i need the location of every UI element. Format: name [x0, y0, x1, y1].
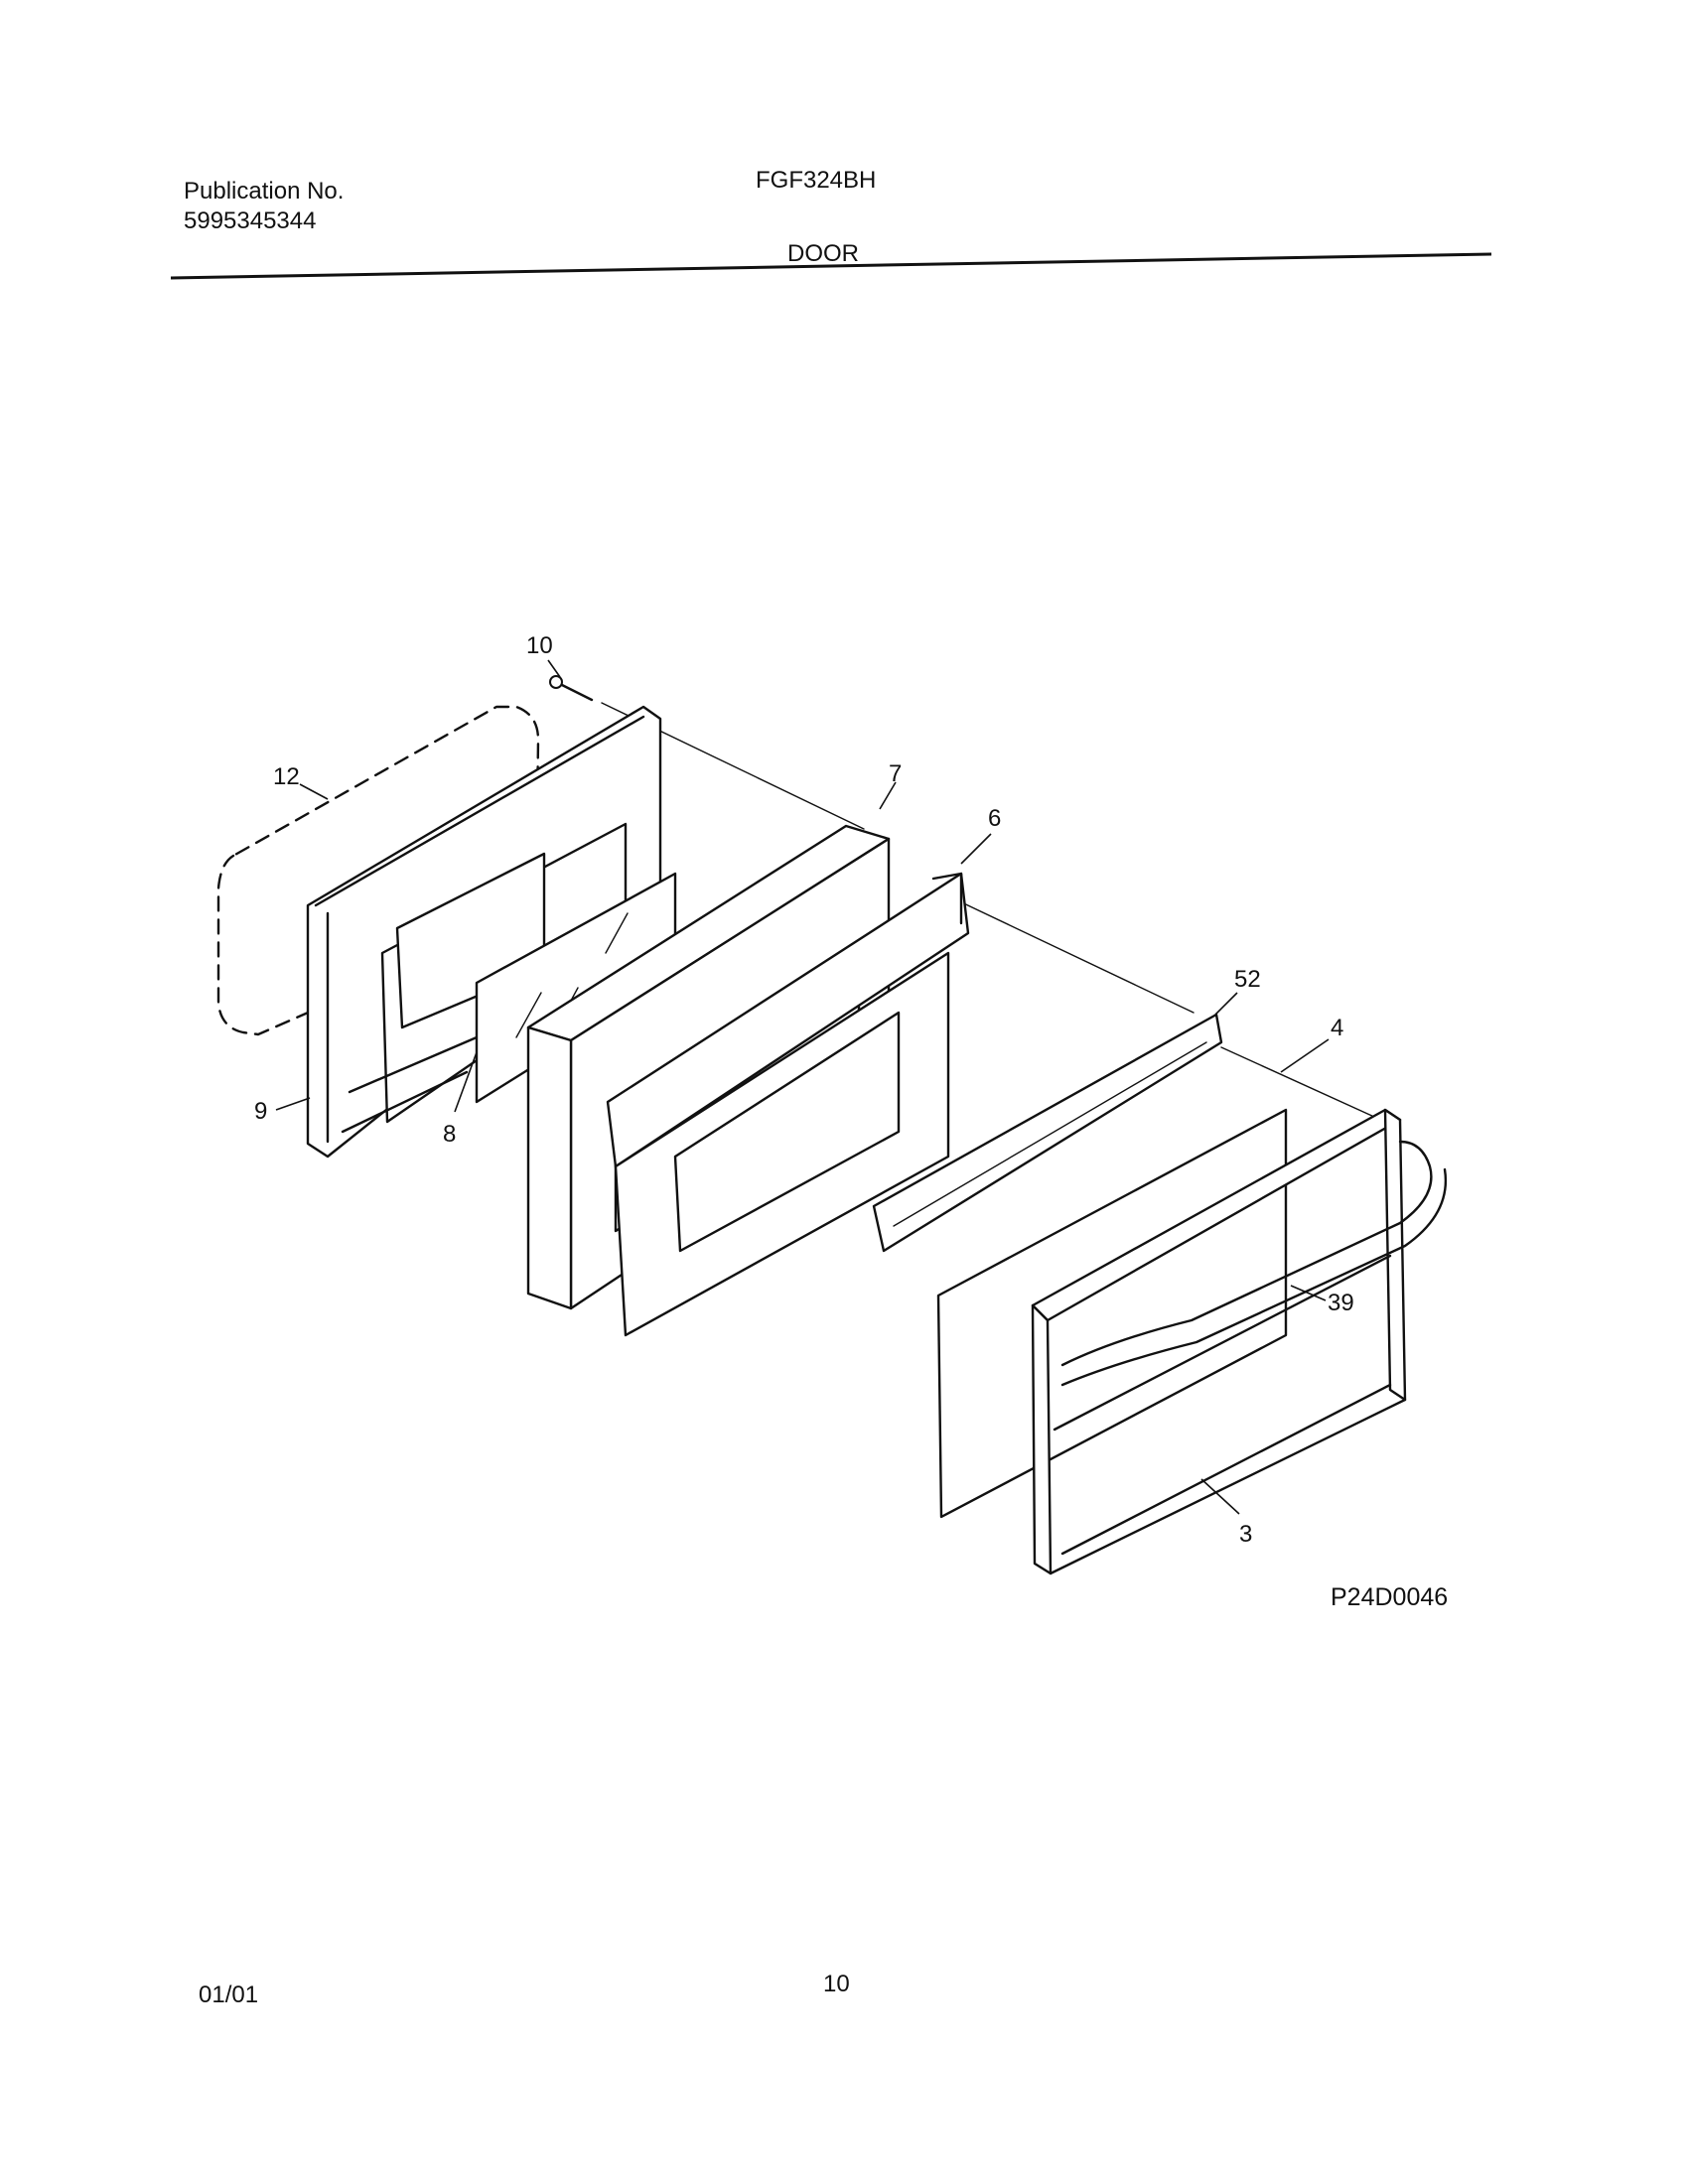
- callout-10: 10: [526, 632, 553, 659]
- model-number: FGF324BH: [756, 167, 877, 194]
- header-rule: [171, 252, 1491, 280]
- callout-8: 8: [443, 1121, 456, 1148]
- outer-door-glass: [936, 1108, 1288, 1519]
- door-trim-strip: [872, 1013, 1223, 1253]
- diagram-code: P24D0046: [1331, 1583, 1449, 1611]
- screw: [549, 675, 594, 702]
- footer-date: 01/01: [199, 1981, 259, 2008]
- callout-39: 39: [1328, 1290, 1354, 1316]
- door-panel-frame: [606, 872, 970, 1337]
- callout-52: 52: [1234, 966, 1261, 993]
- callout-9: 9: [254, 1098, 267, 1125]
- door-handle: [1060, 1140, 1448, 1387]
- callout-6: 6: [988, 805, 1001, 832]
- callout-leaders: [275, 659, 1330, 1515]
- publication-label: Publication No.: [184, 178, 345, 205]
- callout-12: 12: [273, 763, 300, 790]
- publication-number: 5995345344: [184, 207, 317, 234]
- section-title: DOOR: [787, 240, 859, 267]
- callout-4: 4: [1331, 1015, 1343, 1041]
- callout-7: 7: [889, 760, 902, 787]
- callout-3: 3: [1239, 1521, 1252, 1548]
- callouts: 10 12 7 6 52 4 9 8 39 3: [254, 632, 1354, 1548]
- page-number: 10: [823, 1971, 850, 1997]
- outer-door-frame: [1031, 1108, 1407, 1575]
